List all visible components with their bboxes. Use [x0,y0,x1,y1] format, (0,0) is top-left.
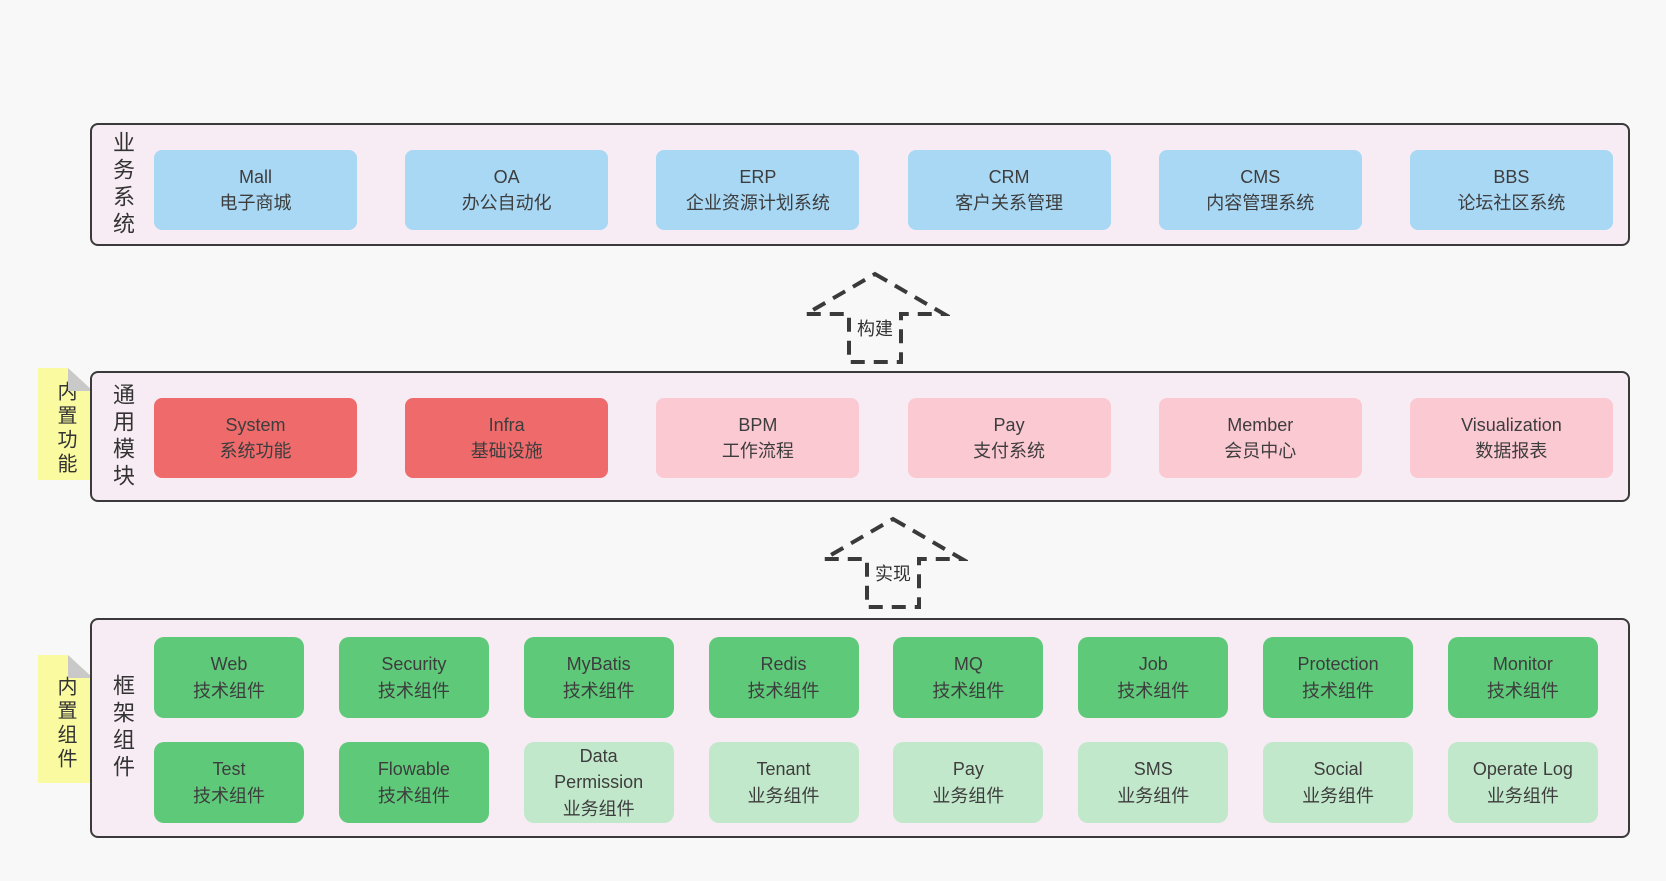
diagram-node: Infra 基础设施 [405,398,609,478]
arrow-implement-label: 实现 [872,559,914,587]
node-label: Redis 技术组件 [747,654,820,701]
diagram-node: Flowable 技术组件 [338,742,489,823]
node-label: Protection 技术组件 [1297,654,1379,701]
node-label: OA 办公自动化 [461,166,552,213]
node-label: Job 技术组件 [1117,654,1190,701]
diagram-node: Operate Log 业务组件 [1447,742,1598,823]
diagram-node: Test 技术组件 [154,742,304,823]
sticky-note-builtin-features: 内置功能 [38,368,93,480]
node-label: Monitor 技术组件 [1486,654,1559,701]
node-label: BPM 工作流程 [721,414,794,461]
node-label: CMS 内容管理系统 [1206,166,1315,213]
node-label: Web 技术组件 [193,654,265,701]
band-business-systems: 业务系统 Mall 电子商城 OA 办公自动化 ERP 企业资源计划系统 CRM… [90,123,1630,246]
node-label: SMS 业务组件 [1117,759,1190,806]
node-label: Pay 支付系统 [973,414,1046,461]
diagram-node: Member 会员中心 [1158,398,1362,478]
arrow-build: 构建 [800,270,950,366]
diagram-node: Job 技术组件 [1078,637,1229,718]
diagram-node: BPM 工作流程 [656,398,860,478]
diagram-node: Visualization 数据报表 [1409,398,1613,478]
diagram-node: ERP 企业资源计划系统 [656,150,860,230]
diagram-node: Security 技术组件 [338,637,489,718]
diagram-node: Data Permission 业务组件 [523,742,674,823]
framework-components-row-2: Test 技术组件 Flowable 技术组件 Data Permission … [154,742,1598,823]
diagram-node: Monitor 技术组件 [1447,637,1598,718]
sticky-note-builtin-components: 内置组件 [38,655,93,783]
node-label: Tenant 业务组件 [747,759,820,806]
node-label: Social 业务组件 [1302,759,1375,806]
up-block-arrow-icon [800,271,950,364]
node-label: ERP 企业资源计划系统 [685,166,830,213]
node-label: Infra 基础设施 [470,414,543,461]
diagram-node: SMS 业务组件 [1078,742,1229,823]
node-label: Test 技术组件 [193,759,265,806]
arrow-build-label: 构建 [854,314,896,342]
node-label: System 系统功能 [219,414,292,461]
node-label: BBS 论坛社区系统 [1457,166,1566,213]
diagram-node: Protection 技术组件 [1263,637,1414,718]
sticky-note-label: 内置功能 [54,381,76,477]
node-label: Pay 业务组件 [932,759,1005,806]
diagram-node: MyBatis 技术组件 [523,637,674,718]
band-framework-components: 框架组件 Web 技术组件 Security 技术组件 MyBatis 技术组件… [90,618,1630,838]
node-label: Data Permission 业务组件 [554,746,644,819]
band-common-modules: 通用模块 System 系统功能 Infra 基础设施 BPM 工作流程 Pay… [90,371,1630,502]
band-title-business-systems: 业务系统 [110,130,135,239]
node-label: Mall 电子商城 [219,166,292,213]
node-label: Visualization 数据报表 [1461,414,1562,461]
diagram-node: Social 业务组件 [1263,742,1414,823]
diagram-node: Tenant 业务组件 [708,742,859,823]
diagram-node: System 系统功能 [154,398,357,478]
band-title-framework-components: 框架组件 [110,674,135,782]
up-block-arrow-icon [818,516,968,609]
diagram-node: Mall 电子商城 [154,150,357,230]
sticky-note-label: 内置组件 [54,676,76,772]
arrow-implement: 实现 [818,515,968,611]
diagram-node: Web 技术组件 [154,637,304,718]
diagram-node: Pay 业务组件 [893,742,1044,823]
node-label: MyBatis 技术组件 [562,654,635,701]
node-label: MQ 技术组件 [932,654,1005,701]
common-modules-row: System 系统功能 Infra 基础设施 BPM 工作流程 Pay 支付系统… [154,398,1613,478]
diagram-node: BBS 论坛社区系统 [1409,150,1613,230]
diagram-node: MQ 技术组件 [893,637,1044,718]
diagram-node: Pay 支付系统 [907,398,1111,478]
business-systems-row: Mall 电子商城 OA 办公自动化 ERP 企业资源计划系统 CRM 客户关系… [154,150,1613,230]
node-label: CRM 客户关系管理 [955,166,1064,213]
diagram-node: CRM 客户关系管理 [907,150,1111,230]
node-label: Operate Log 业务组件 [1472,759,1573,806]
diagram-node: OA 办公自动化 [405,150,609,230]
band-title-common-modules: 通用模块 [110,382,135,491]
diagram-node: CMS 内容管理系统 [1158,150,1362,230]
node-label: Security 技术组件 [377,654,450,701]
node-label: Flowable 技术组件 [377,759,450,806]
diagram-node: Redis 技术组件 [708,637,859,718]
framework-components-row-1: Web 技术组件 Security 技术组件 MyBatis 技术组件 Redi… [154,637,1598,718]
node-label: Member 会员中心 [1224,414,1297,461]
